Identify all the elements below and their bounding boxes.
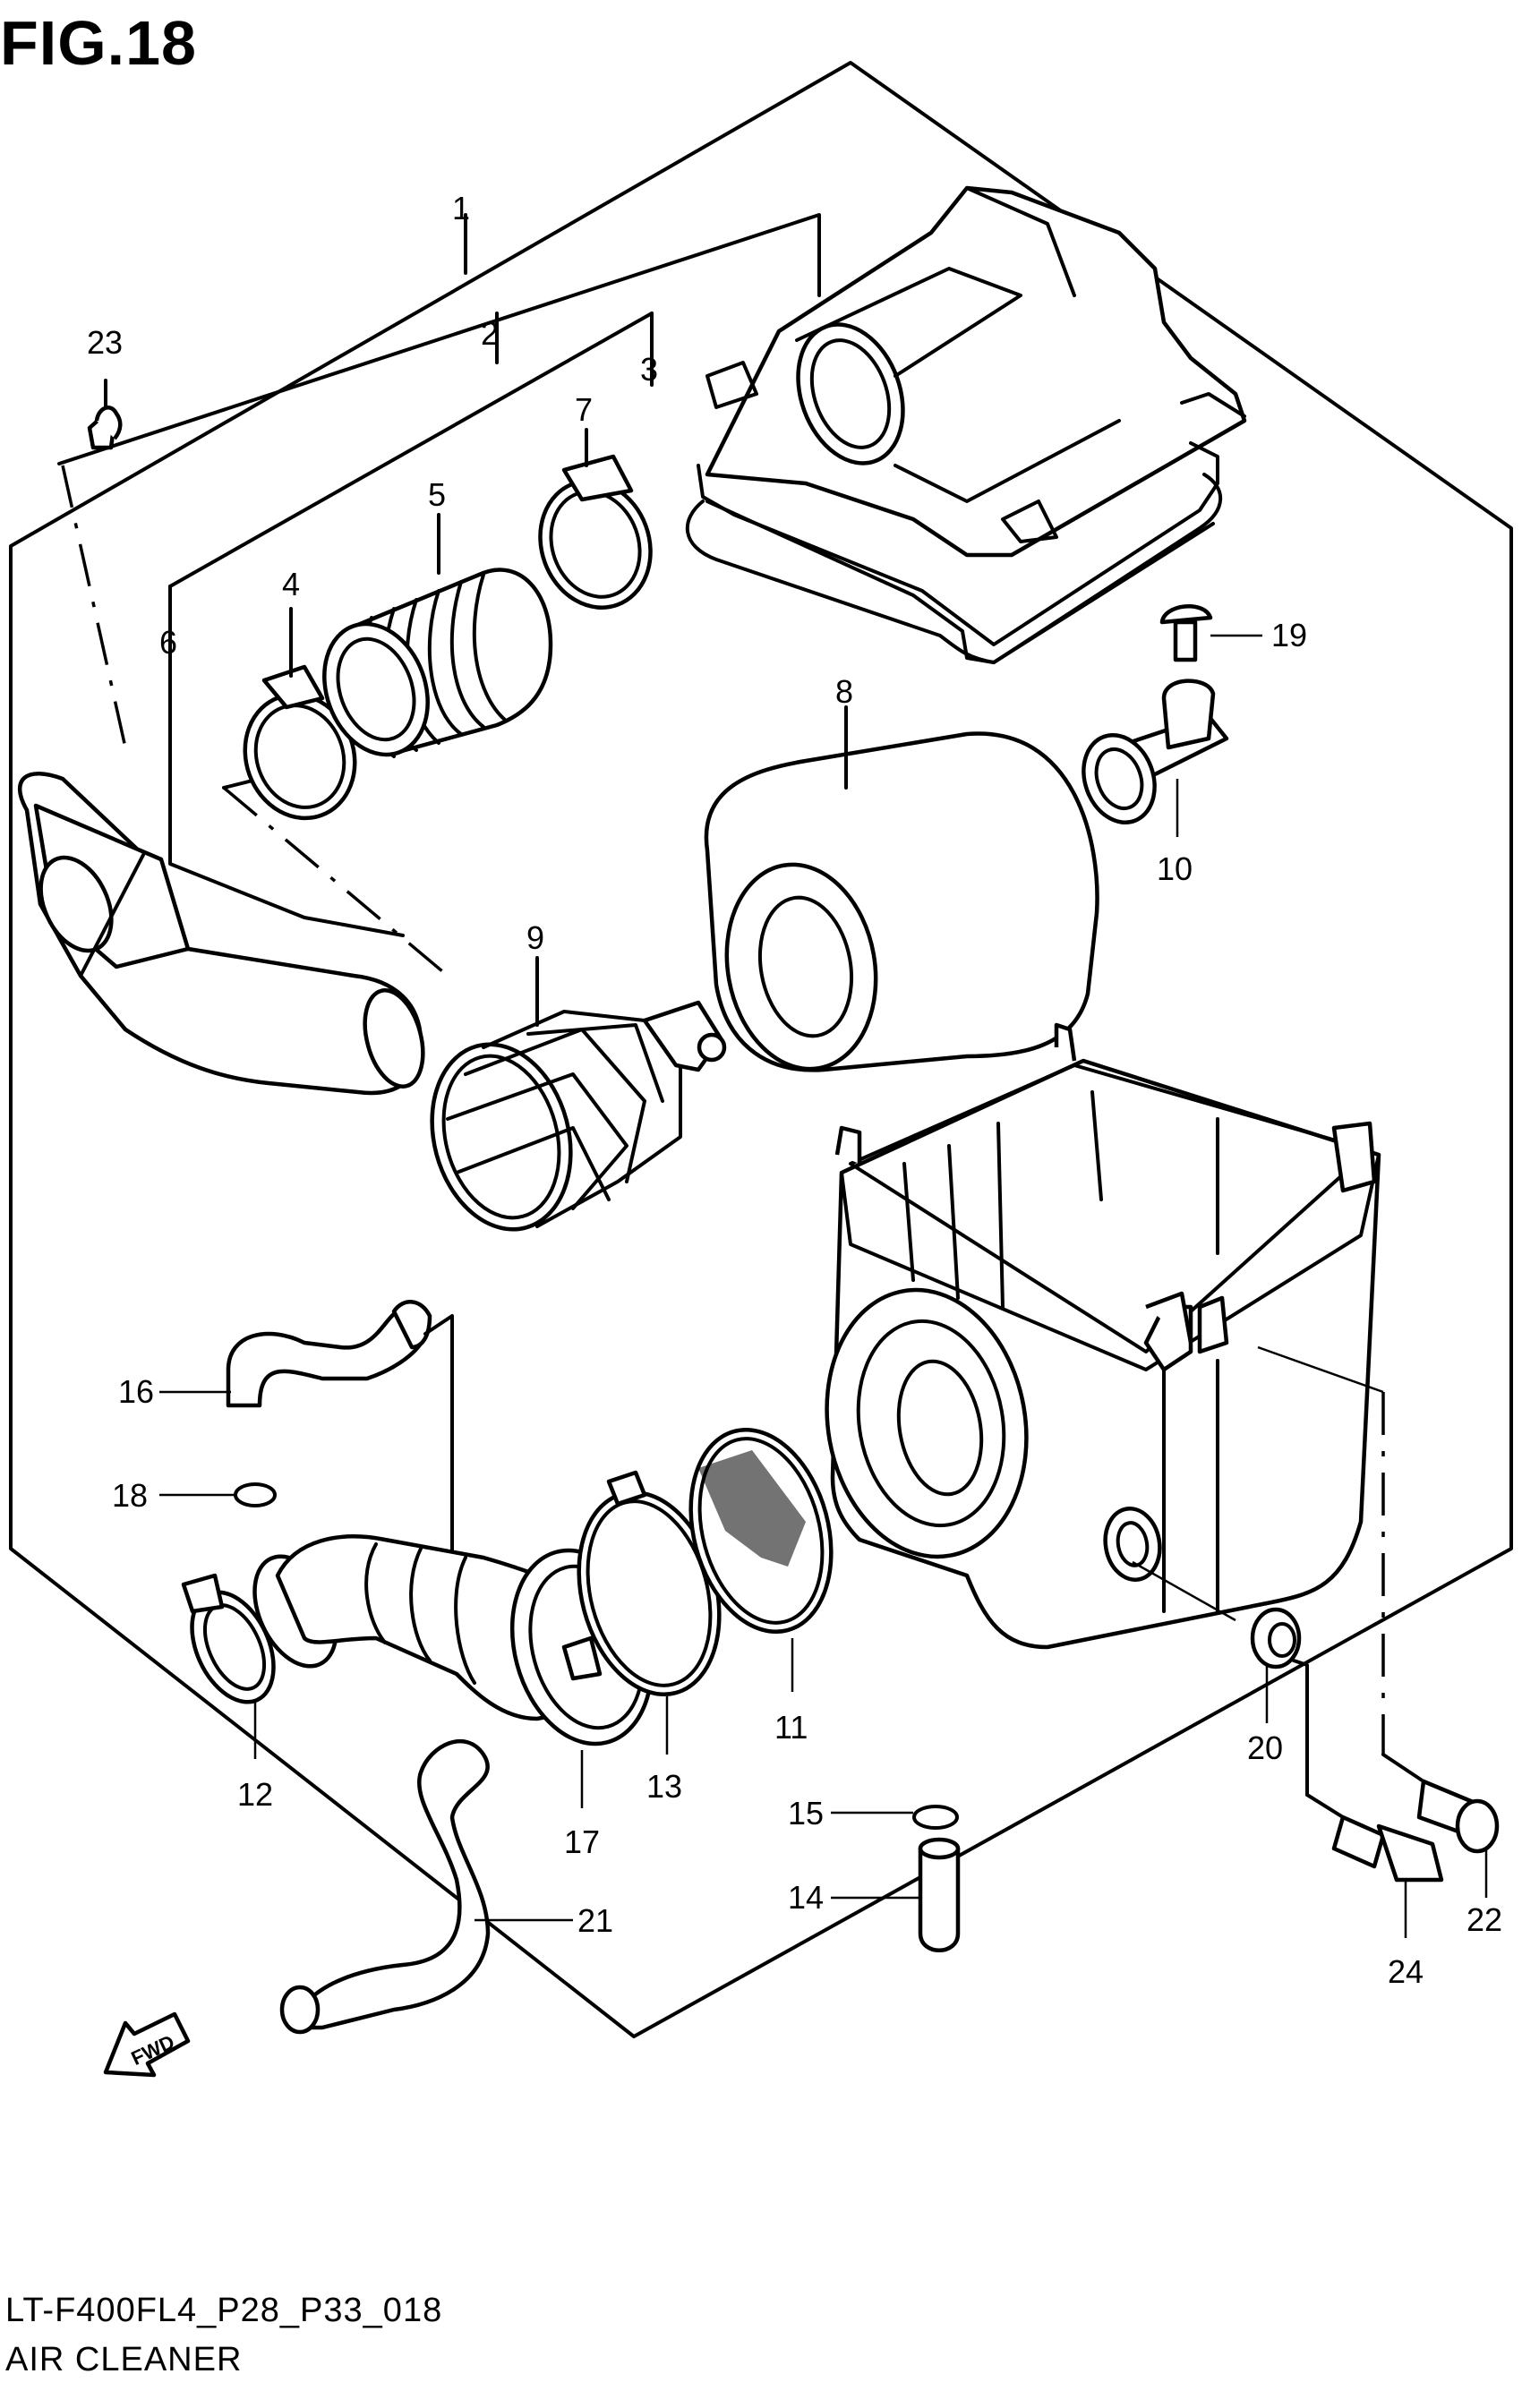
callout-16: 16 xyxy=(118,1373,154,1410)
lid-gasket xyxy=(685,473,1223,664)
callout-11: 11 xyxy=(774,1709,808,1746)
part-14-sleeve xyxy=(831,1837,961,1952)
part-23-clip xyxy=(87,379,123,450)
bracket-2 xyxy=(168,312,654,588)
callout-3: 3 xyxy=(640,351,658,388)
part-10-valve xyxy=(1082,679,1229,837)
callout-5: 5 xyxy=(428,476,446,513)
bracket-6 xyxy=(168,585,405,937)
part-9-cage xyxy=(430,956,727,1232)
part-3-air-cleaner-cap xyxy=(697,185,1247,664)
callout-24: 24 xyxy=(1388,1953,1424,1990)
figure-code: LT-F400FL4_P28_P33_018 xyxy=(5,2292,443,2329)
callout-23: 23 xyxy=(87,324,123,361)
callout-8: 8 xyxy=(835,673,853,710)
part-16-hose xyxy=(159,1300,432,1408)
part-6-duct xyxy=(17,771,425,1096)
part-4-clamp xyxy=(243,607,357,821)
part-19-screw xyxy=(1159,604,1262,662)
callout-21: 21 xyxy=(577,1902,613,1939)
callout-10: 10 xyxy=(1157,850,1193,887)
part-11-screen xyxy=(688,1427,834,1692)
part-5-bellows xyxy=(322,513,553,758)
assembly-frame xyxy=(9,61,1513,2038)
callout-9: 9 xyxy=(526,919,544,956)
callout-4: 4 xyxy=(282,566,300,602)
bracket-1 xyxy=(57,213,821,465)
callout-13: 13 xyxy=(646,1768,682,1805)
part-20-grommet xyxy=(1132,1560,1302,1723)
part-12-clamp xyxy=(181,1573,276,1759)
callout-18: 18 xyxy=(112,1477,148,1514)
callout-17: 17 xyxy=(564,1823,600,1860)
part-15-clip xyxy=(831,1805,959,1830)
part-7-clamp xyxy=(538,428,653,610)
callout-19: 19 xyxy=(1271,617,1307,653)
callout-15: 15 xyxy=(788,1795,824,1832)
air-cleaner-case xyxy=(825,1022,1381,1650)
callout-labels: 1 2 3 4 5 6 7 8 9 10 11 12 13 14 15 16 1… xyxy=(87,190,1502,1990)
part-21-hose xyxy=(279,1738,573,2035)
part-23-dash xyxy=(61,465,127,748)
callout-12: 12 xyxy=(237,1776,273,1813)
fwd-arrow: FWD xyxy=(103,2011,191,2078)
part-8-filter-element xyxy=(704,705,1099,1072)
callout-6: 6 xyxy=(159,624,177,661)
callout-2: 2 xyxy=(481,315,499,352)
part-18-clip xyxy=(159,1482,277,1507)
callout-22: 22 xyxy=(1466,1901,1502,1938)
callout-1: 1 xyxy=(452,190,470,226)
figure-name: AIR CLEANER xyxy=(5,2341,243,2378)
callout-7: 7 xyxy=(575,391,593,428)
part-24-plug xyxy=(1331,1815,1444,1938)
callout-20: 20 xyxy=(1247,1729,1283,1766)
figure-title: FIG.18 xyxy=(0,8,197,78)
callout-14: 14 xyxy=(788,1879,824,1916)
part-22-bolt xyxy=(1416,1779,1500,1898)
